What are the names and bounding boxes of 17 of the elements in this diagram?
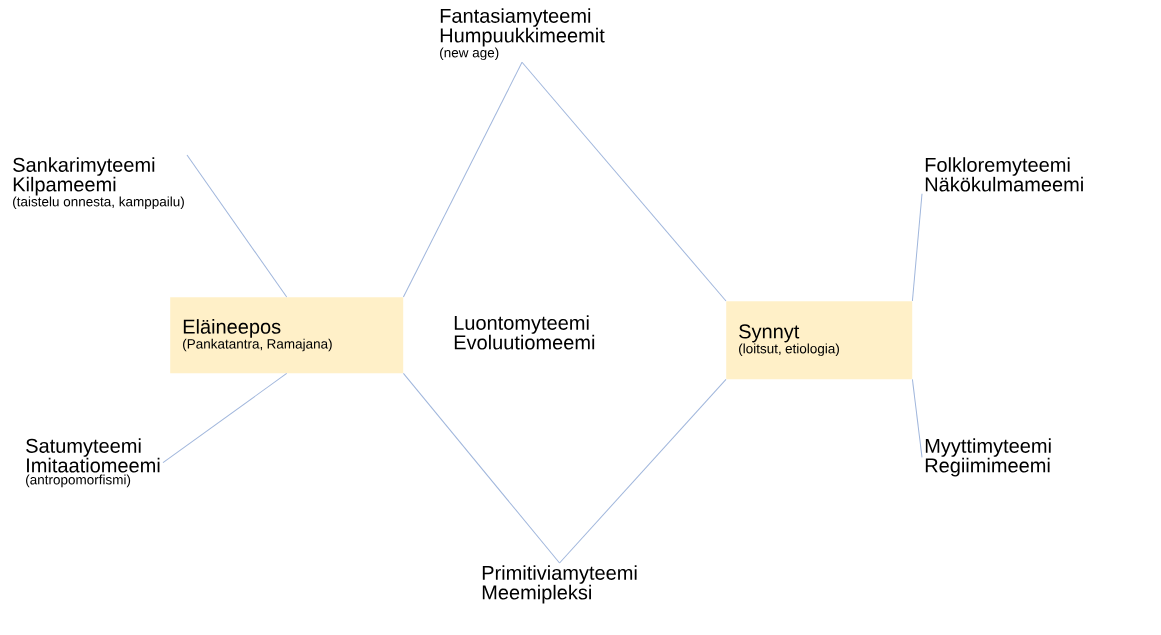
text-label: Primitiviamyteemi Meemipleksi	[482, 565, 637, 604]
connector-line	[162, 372, 288, 464]
connector-line	[521, 61, 727, 302]
connector-line	[402, 61, 523, 298]
text-label: Satumyteemi Imitaatiomeemi (antropomorfismi)	[26, 438, 160, 488]
text-label: Fantasiamyteemi Humpuukkimeemit (new age)	[440, 8, 605, 61]
text-label: Luontomyteemi Evoluutiomeemi	[454, 315, 595, 350]
connector-line	[911, 193, 923, 302]
highlight-box: Synnyt (loitsut, etiologia)	[726, 301, 913, 380]
text-label: Sankarimyteemi Kilpameemi (taistelu onnesta, kamppailu)	[13, 157, 184, 210]
connector-line	[186, 154, 288, 298]
connector-line	[402, 372, 561, 564]
connector-line	[911, 378, 923, 458]
highlight-box: Eläineepos (Pankatantra, Ramajana)	[170, 297, 404, 374]
text-label: Folkloremyteemi Näkökulmameemi	[925, 157, 1083, 192]
text-label: Myyttimyteemi Regiimimeemi	[925, 438, 1051, 477]
connector-line	[559, 378, 727, 564]
